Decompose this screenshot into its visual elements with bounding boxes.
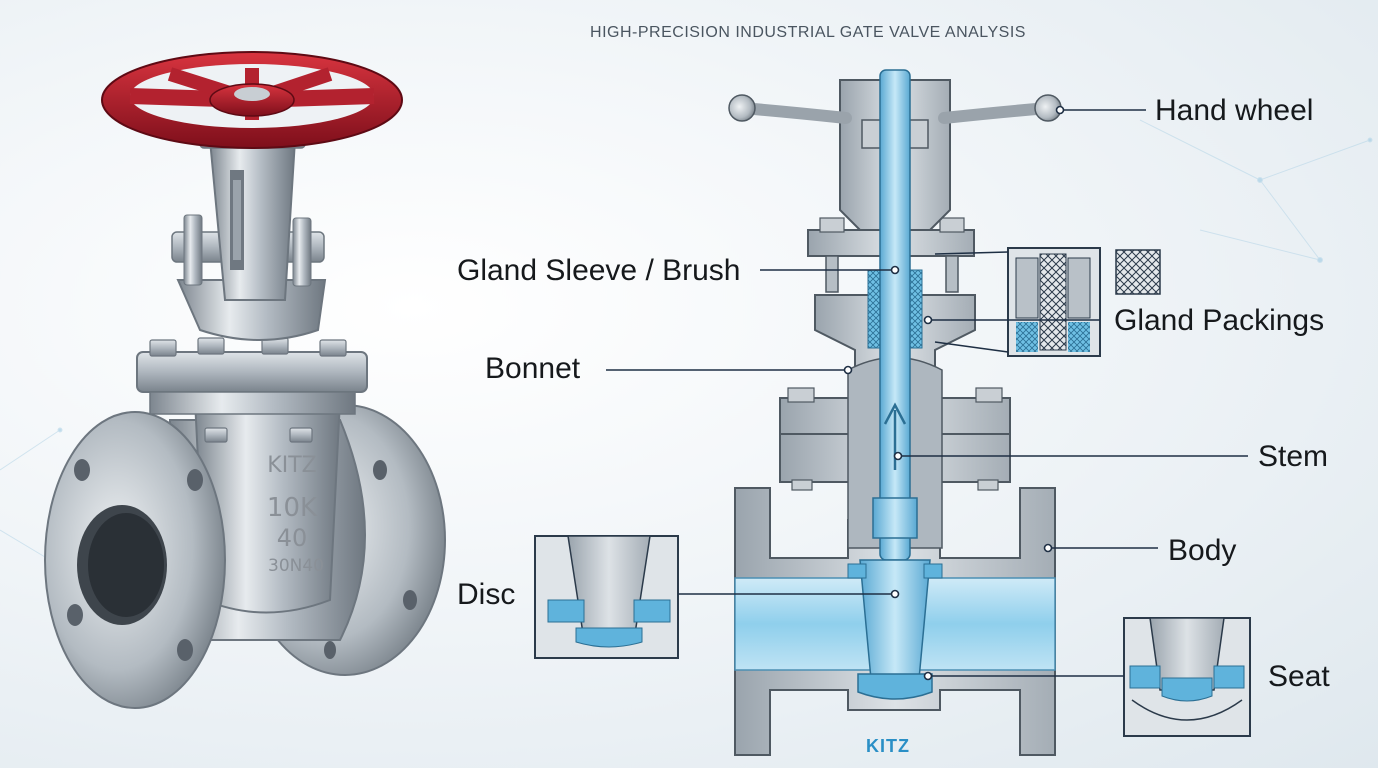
label-hand-wheel: Hand wheel — [1155, 94, 1314, 127]
label-gland-packings: Gland Packings — [1114, 304, 1325, 337]
stamp-text-2: 10K — [267, 493, 318, 523]
network-decoration — [0, 119, 1373, 563]
gland-packings-inset — [1007, 247, 1161, 357]
stamp-text-4: 30N40 — [268, 556, 324, 576]
leader-lines — [606, 105, 1248, 681]
seat-inset — [1123, 617, 1251, 737]
label-body: Body — [1168, 534, 1237, 567]
label-seat: Seat — [1268, 660, 1330, 693]
valve-cross-section — [728, 69, 1062, 756]
label-stem: Stem — [1258, 440, 1329, 473]
label-gland-sleeve: Gland Sleeve / Brush — [457, 254, 741, 287]
kitz-logo: KITZ — [866, 736, 910, 756]
handwheel-photo — [101, 51, 403, 149]
valve-photo: KITZ 10K 40 30N40 — [44, 51, 446, 709]
label-bonnet: Bonnet — [485, 352, 581, 385]
stamp-text-3: 40 — [277, 524, 308, 552]
disc-inset — [534, 535, 679, 659]
diagram-title: HIGH-PRECISION INDUSTRIAL GATE VALVE ANA… — [590, 24, 1026, 41]
label-disc: Disc — [457, 578, 516, 611]
stamp-text-1: KITZ — [267, 453, 316, 478]
